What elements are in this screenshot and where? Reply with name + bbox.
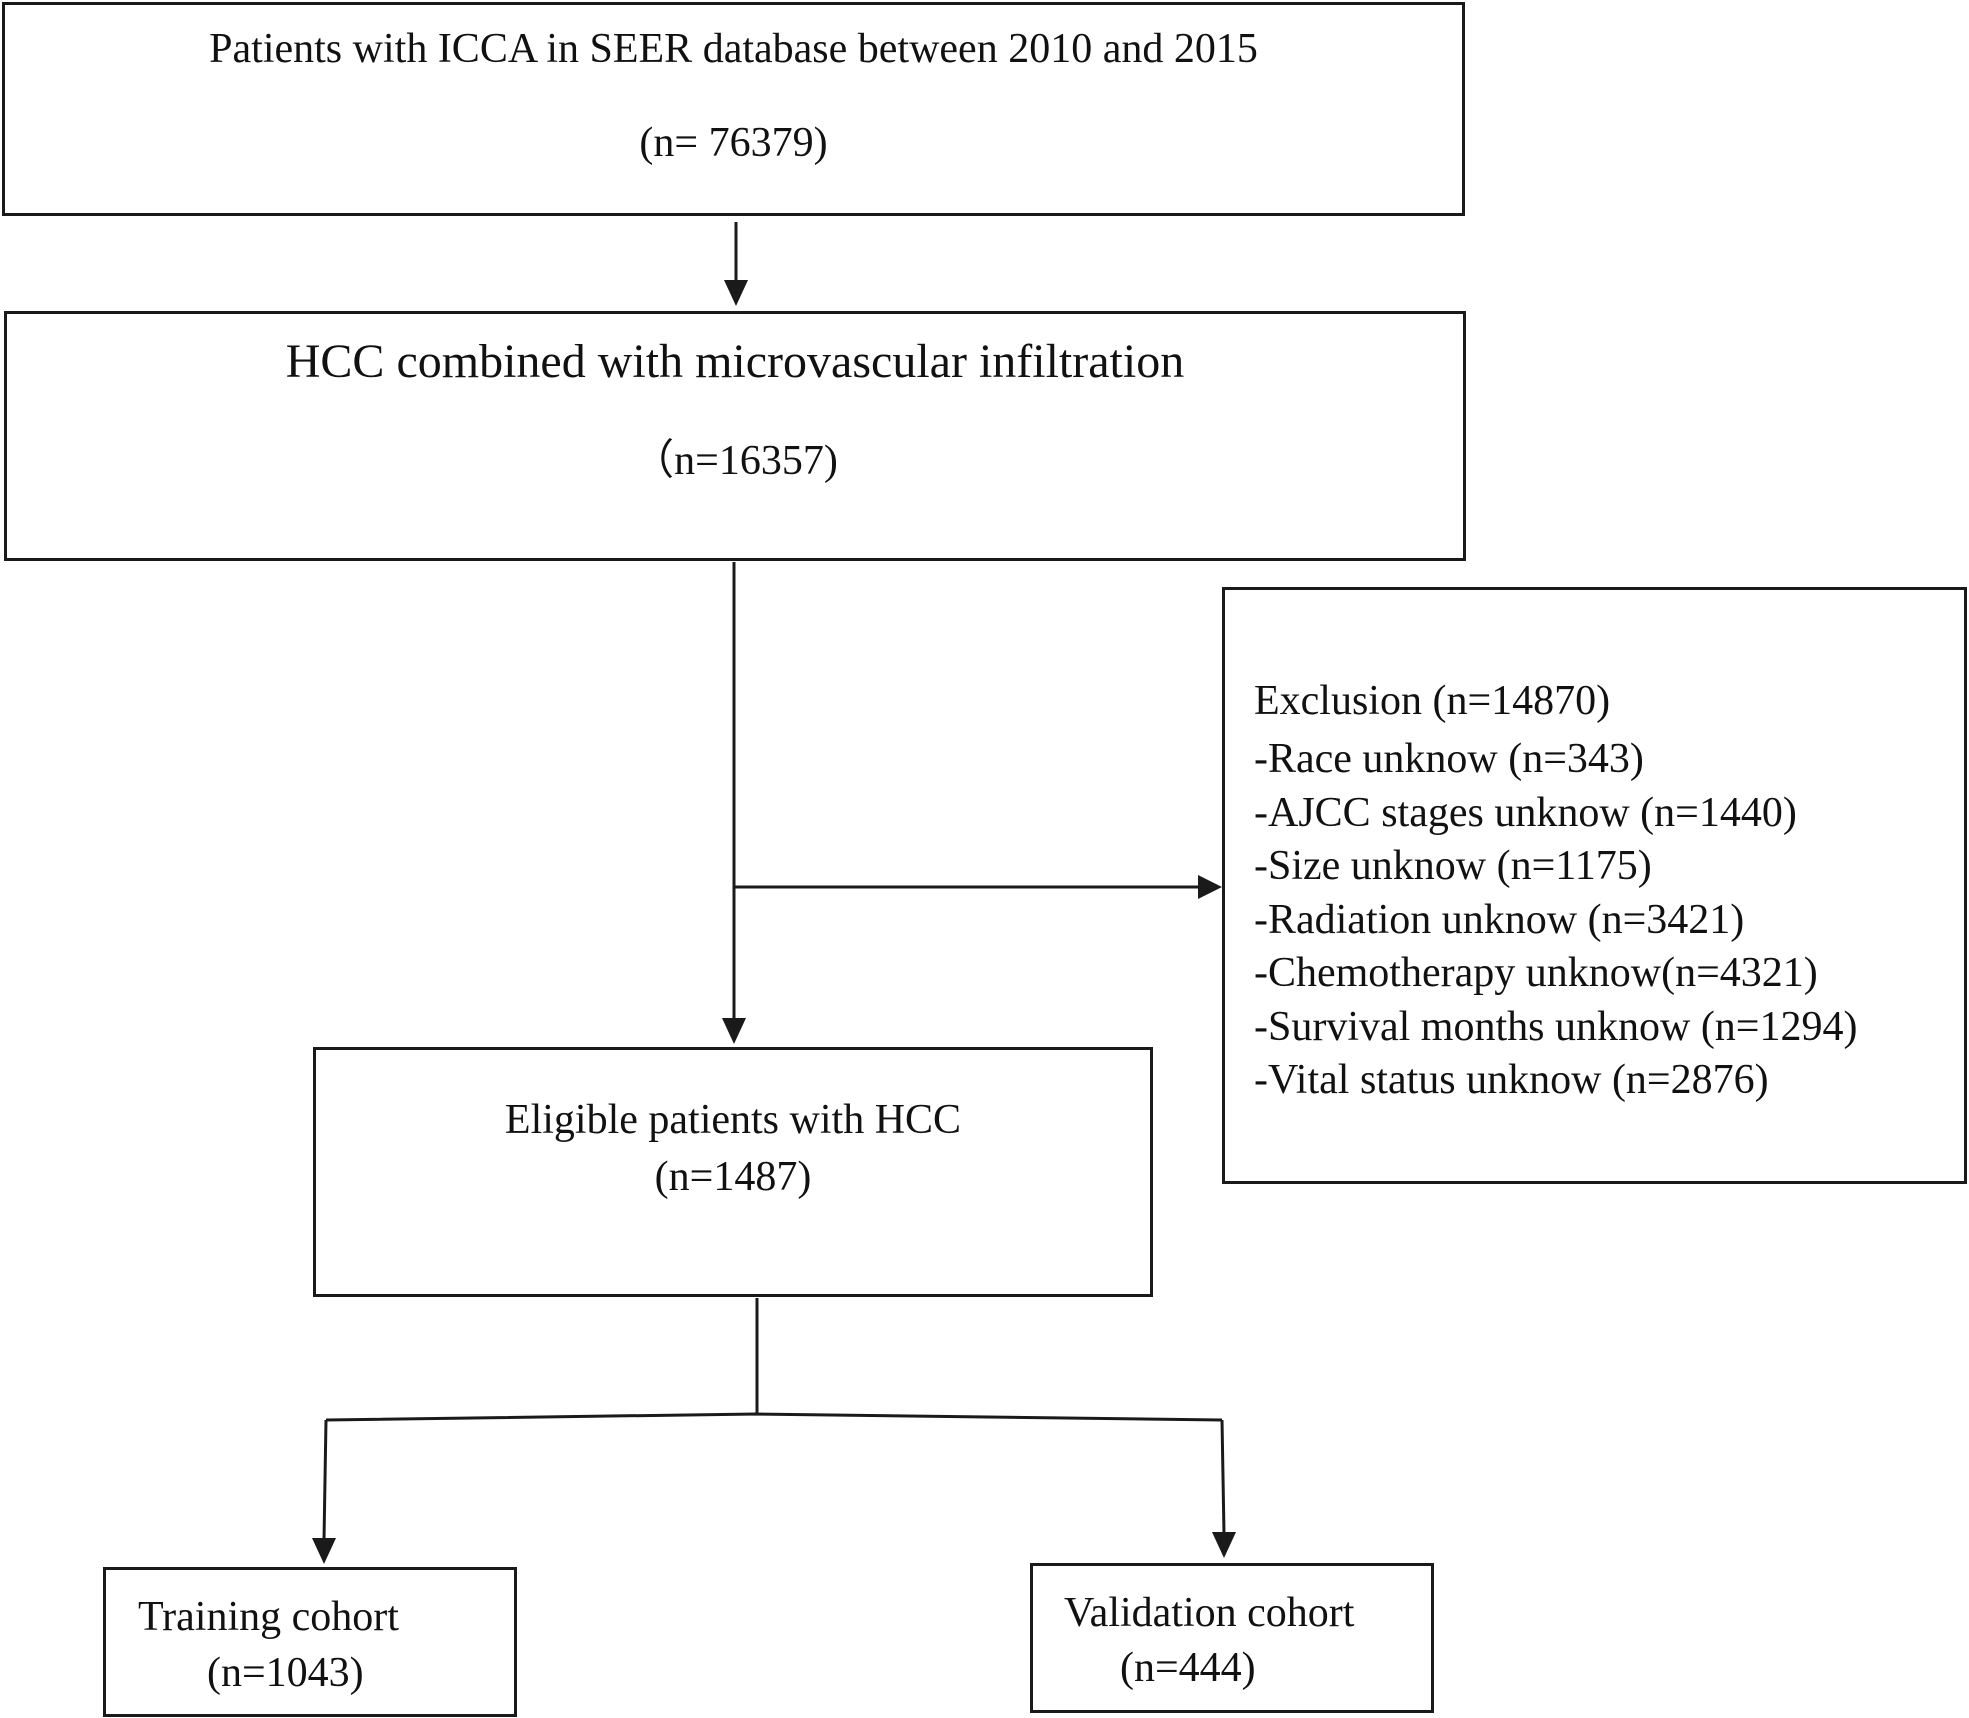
exclusion-reason-radiation: -Radiation unknow (n=3421) — [1254, 896, 1745, 943]
exclusion-reasons-list: -Race unknow (n=343) -AJCC stages unknow… — [1254, 733, 1857, 1108]
arrowhead-to-training — [312, 1538, 336, 1564]
initial-population-title: Patients with ICCA in SEER database betw… — [209, 26, 1258, 72]
exclusion-box — [1222, 587, 1967, 1184]
validation-cohort-title: Validation cohort — [1064, 1590, 1355, 1636]
exclusion-reason-survival: -Survival months unknow (n=1294) — [1254, 1003, 1858, 1050]
microvascular-infiltration-title: HCC combined with microvascular infiltra… — [285, 335, 1185, 388]
exclusion-reason-chemotherapy: -Chemotherapy unknow(n=4321) — [1254, 950, 1818, 996]
training-cohort-count: (n=1043) — [207, 1650, 364, 1696]
validation-cohort-box — [1030, 1563, 1434, 1713]
arrowhead-initial-to-microvascular — [724, 280, 748, 306]
arrow-to-training — [322, 1419, 328, 1541]
arrowhead-to-exclusion — [1198, 875, 1222, 899]
training-cohort-title: Training cohort — [138, 1594, 399, 1640]
exclusion-reason-race: -Race unknow (n=343) — [1254, 736, 1644, 782]
exclusion-reason-size: -Size unknow (n=1175) — [1254, 843, 1652, 889]
initial-population-box — [2, 2, 1465, 216]
arrowhead-to-validation — [1212, 1532, 1236, 1558]
microvascular-infiltration-count: （n=16357) — [632, 438, 838, 484]
arrowhead-microvascular-to-eligible — [722, 1018, 746, 1044]
initial-population-count: (n= 76379) — [639, 120, 828, 166]
exclusion-heading: Exclusion (n=14870) — [1254, 678, 1611, 724]
line-split-horizontal — [325, 1412, 1223, 1422]
eligible-patients-count: (n=1487) — [654, 1154, 812, 1200]
training-cohort-box — [103, 1567, 517, 1717]
eligible-patients-box — [313, 1047, 1153, 1297]
microvascular-infiltration-box — [4, 311, 1466, 561]
exclusion-reason-ajcc: -AJCC stages unknow (n=1440) — [1254, 789, 1797, 836]
validation-cohort-count: (n=444) — [1120, 1645, 1256, 1691]
exclusion-reason-vital-status: -Vital status unknow (n=2876) — [1254, 1057, 1769, 1103]
eligible-patients-title: Eligible patients with HCC — [504, 1097, 962, 1143]
arrow-to-validation — [1220, 1419, 1226, 1535]
